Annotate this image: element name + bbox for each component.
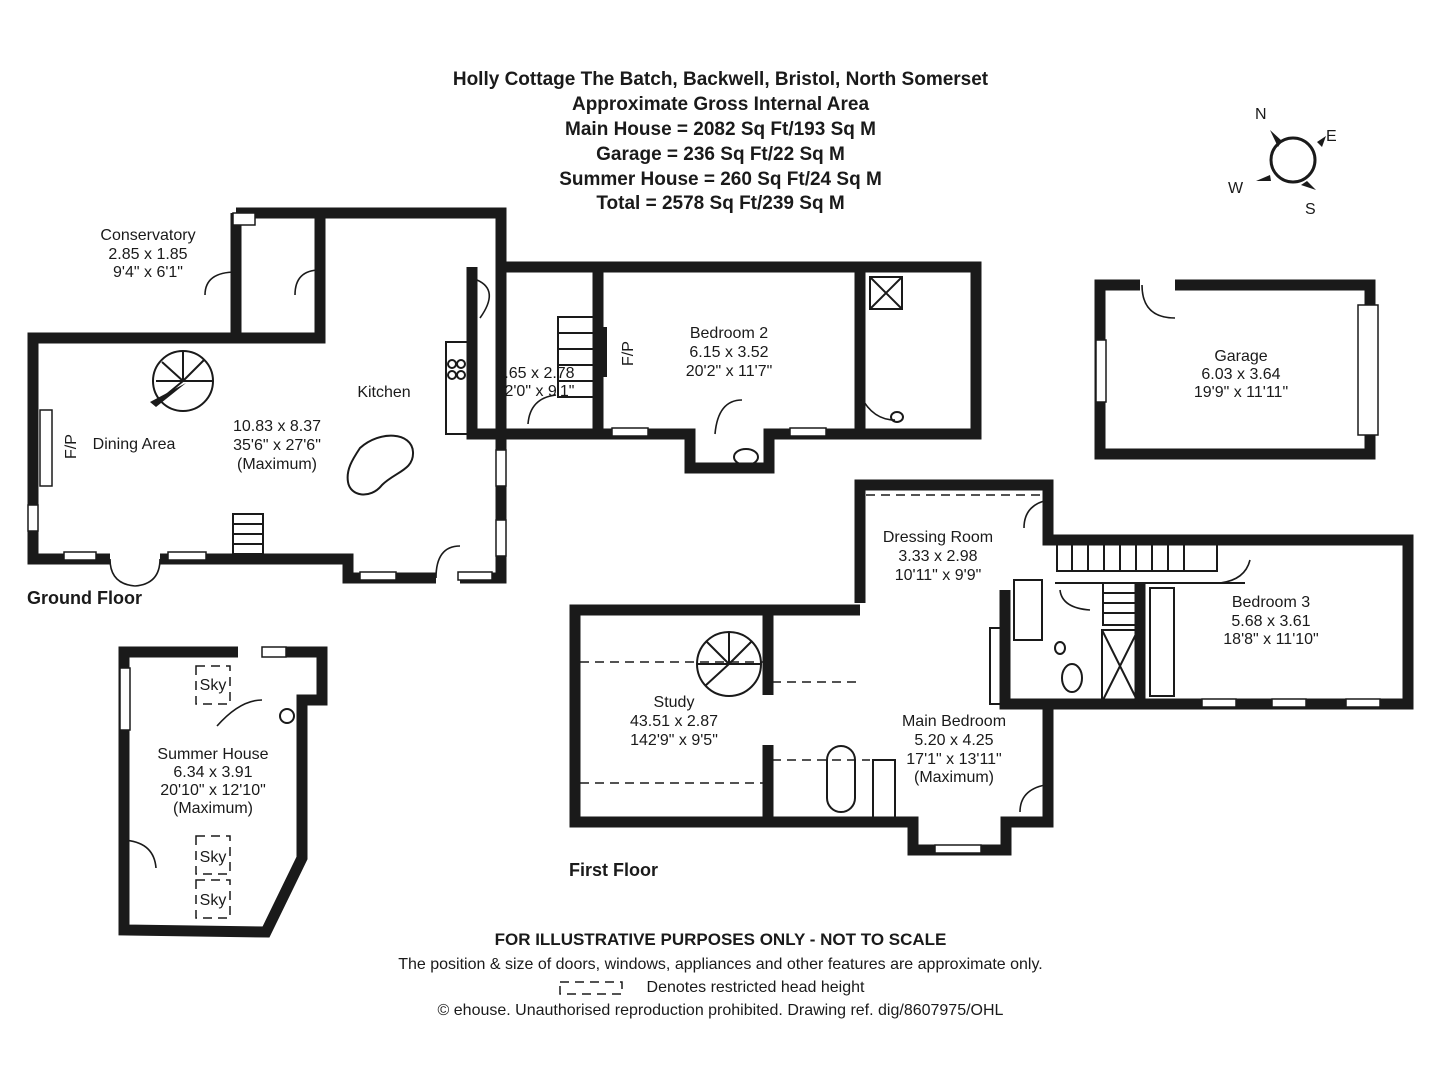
kitchen-name: Kitchen bbox=[357, 384, 410, 401]
compass-s-label: S bbox=[1305, 201, 1316, 218]
main-bedroom-imperial: 17'1" x 13'11" bbox=[906, 751, 1001, 768]
sky-label-3: Sky bbox=[200, 892, 227, 909]
main-bedroom-metric: 5.20 x 4.25 bbox=[914, 732, 993, 749]
dining-metric: 10.83 x 8.37 bbox=[233, 418, 321, 435]
area-garage: Garage = 236 Sq Ft/22 Sq M bbox=[596, 144, 845, 165]
bedroom2-metric: 6.15 x 3.52 bbox=[689, 344, 768, 361]
bedroom3-name: Bedroom 3 bbox=[1232, 594, 1310, 611]
main-bedroom-maximum: (Maximum) bbox=[914, 769, 994, 786]
bedroom2-name: Bedroom 2 bbox=[690, 325, 768, 342]
compass-e-label: E bbox=[1326, 128, 1337, 145]
summer-house-plan: Sky Sky Sky Summer House 6.34 x 3.91 20'… bbox=[118, 646, 328, 938]
dressing-room-metric: 3.33 x 2.98 bbox=[898, 548, 977, 565]
dining-area-name: Dining Area bbox=[93, 436, 176, 453]
garage-imperial: 19'9" x 11'11" bbox=[1194, 384, 1288, 401]
dressing-room-imperial: 10'11" x 9'9" bbox=[895, 567, 982, 584]
compass-n-label: N bbox=[1255, 106, 1267, 123]
dressing-room-name: Dressing Room bbox=[883, 529, 993, 546]
compass-w-label: W bbox=[1228, 180, 1244, 197]
dining-maximum: (Maximum) bbox=[237, 456, 317, 473]
study-metric: 43.51 x 2.87 bbox=[630, 713, 718, 730]
area-main-house: Main House = 2082 Sq Ft/193 Sq M bbox=[565, 119, 876, 140]
disclaimer-text: FOR ILLUSTRATIVE PURPOSES ONLY - NOT TO … bbox=[494, 930, 947, 949]
features-note: The position & size of doors, windows, a… bbox=[398, 956, 1043, 973]
area-summer-house: Summer House = 260 Sq Ft/24 Sq M bbox=[559, 169, 882, 190]
restricted-head-height-legend-swatch bbox=[559, 981, 623, 995]
plan-subtitle: Approximate Gross Internal Area bbox=[571, 94, 870, 115]
summer-house-imperial: 20'10" x 12'10" bbox=[160, 782, 266, 799]
bedroom3-metric: 5.68 x 3.61 bbox=[1231, 613, 1310, 630]
bedroom2-fp-label: F/P bbox=[620, 341, 637, 366]
conservatory-metric: 2.85 x 1.85 bbox=[108, 246, 187, 263]
summer-house-metric: 6.34 x 3.91 bbox=[173, 764, 252, 781]
sky-label-1: Sky bbox=[200, 677, 227, 694]
study-imperial: 142'9" x 9'5" bbox=[630, 732, 718, 749]
conservatory-name: Conservatory bbox=[100, 227, 195, 244]
garage-metric: 6.03 x 3.64 bbox=[1201, 366, 1280, 383]
conservatory-imperial: 9'4" x 6'1" bbox=[113, 264, 183, 281]
legend-text: Denotes restricted head height bbox=[646, 979, 865, 996]
sky-label-2: Sky bbox=[200, 849, 227, 866]
plan-title: Holly Cottage The Batch, Backwell, Brist… bbox=[452, 69, 989, 90]
bedroom3-imperial: 18'8" x 11'10" bbox=[1223, 631, 1318, 648]
compass-icon: N E S W bbox=[1228, 106, 1337, 218]
ground-floor-plan: Ground Floor Conservatory 2.85 x 1.85 9'… bbox=[27, 207, 982, 608]
first-floor-plan: First Floor Dressing Room 3.33 x 2.98 10… bbox=[569, 479, 1414, 880]
garage-plan: Garage 6.03 x 3.64 19'9" x 11'11" bbox=[1094, 279, 1379, 460]
main-bedroom-name: Main Bedroom bbox=[902, 713, 1006, 730]
bedroom2-imperial: 20'2" x 11'7" bbox=[686, 363, 773, 380]
utility-imperial: 12'0" x 9'1" bbox=[496, 383, 575, 400]
dining-imperial: 35'6" x 27'6" bbox=[233, 437, 321, 454]
area-total: Total = 2578 Sq Ft/239 Sq M bbox=[596, 193, 845, 214]
copyright-text: © ehouse. Unauthorised reproduction proh… bbox=[437, 1002, 1004, 1019]
dining-fp-label: F/P bbox=[63, 434, 80, 459]
summer-house-name: Summer House bbox=[157, 746, 268, 763]
utility-metric: 3.65 x 2.78 bbox=[495, 365, 574, 382]
first-floor-label: First Floor bbox=[569, 860, 658, 880]
summer-house-maximum: (Maximum) bbox=[173, 800, 253, 817]
study-name: Study bbox=[654, 694, 695, 711]
garage-name: Garage bbox=[1214, 348, 1267, 365]
ground-floor-label: Ground Floor bbox=[27, 588, 142, 608]
